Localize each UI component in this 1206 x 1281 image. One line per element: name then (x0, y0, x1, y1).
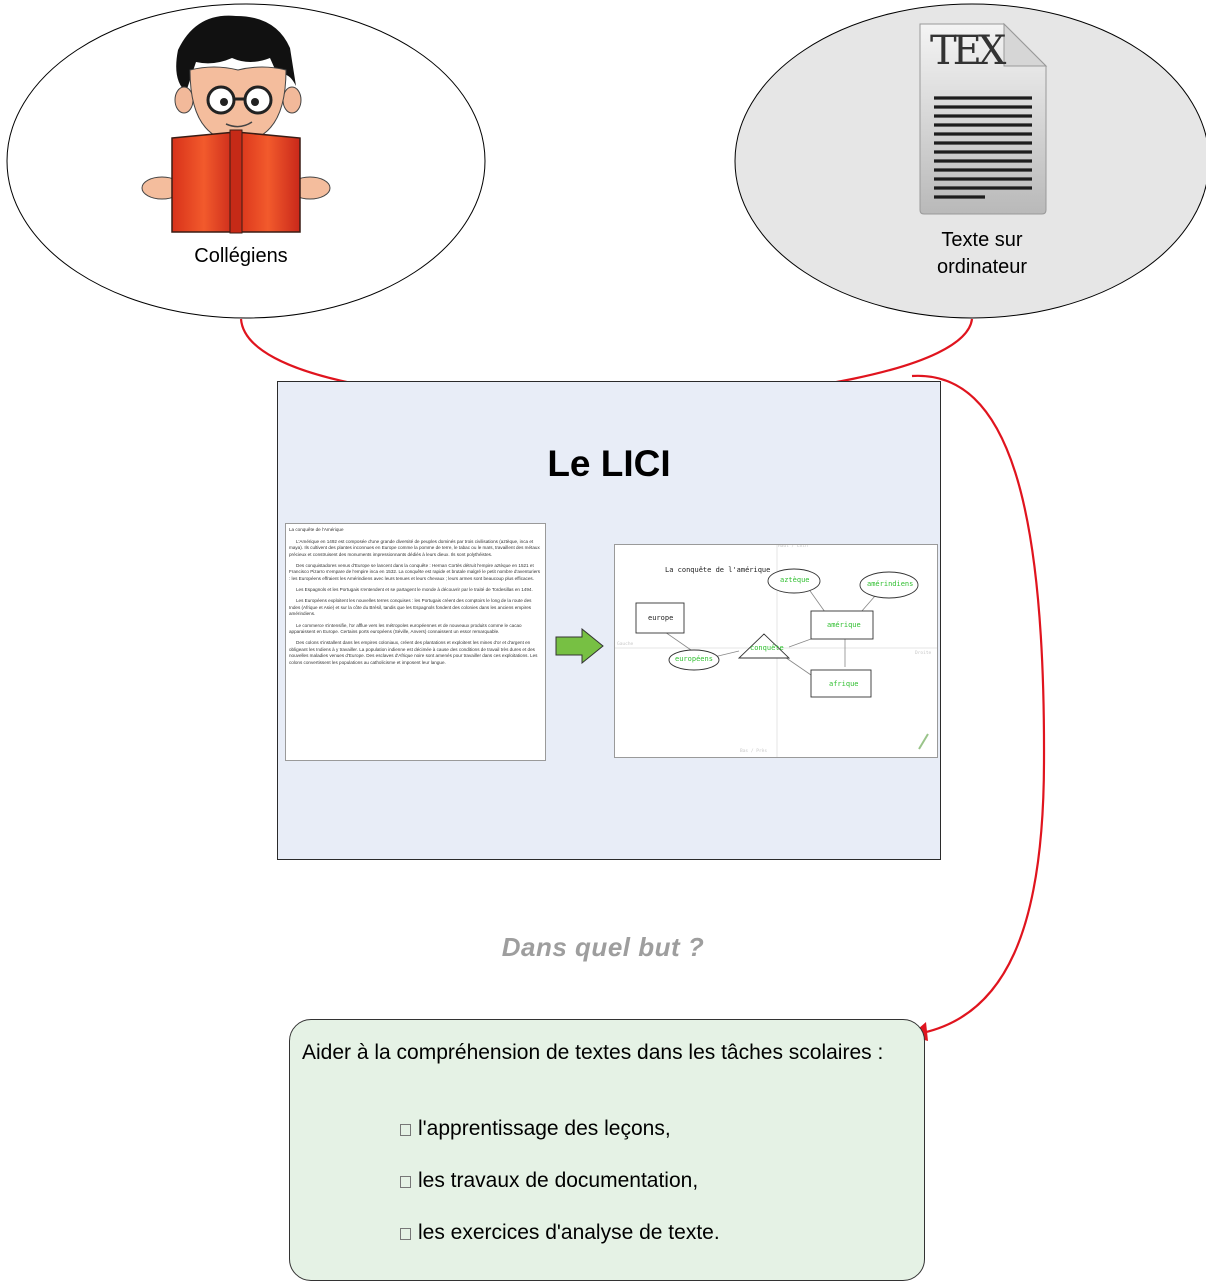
checkbox-icon (400, 1124, 411, 1136)
axis-right-label: Droite (915, 651, 932, 656)
checkbox-icon (400, 1176, 411, 1188)
slide-title: Le LICI (547, 443, 671, 484)
goal-box: Aider à la compréhension de textes dans … (289, 1019, 925, 1281)
concept-node-conquete: conquête (750, 644, 784, 652)
purpose-question: Dans quel but ? (501, 932, 705, 962)
goal-item-text: les travaux de documentation, (418, 1169, 699, 1192)
concept-node-azteque: aztèque (780, 576, 810, 584)
transform-arrow-icon (555, 628, 604, 664)
computer-text-label: Texte sur ordinateur (882, 227, 1082, 281)
student-reading-book-icon (141, 15, 331, 234)
document-paragraph: Des colons s'installent dans les empires… (289, 640, 538, 665)
document-paragraph: Des conquistadores venus d'Europe se lan… (289, 562, 541, 582)
concept-map: La conquête de l'amérique Haut / Loin Ba… (614, 544, 938, 758)
goal-intro: Aider à la compréhension de textes dans … (302, 1041, 884, 1064)
goal-list-item: les exercices d'analyse de texte. (400, 1220, 720, 1246)
concept-node-europeens: européens (675, 655, 713, 663)
goal-item-text: les exercices d'analyse de texte. (418, 1221, 720, 1244)
concept-map-title: La conquête de l'amérique (665, 566, 771, 574)
concept-node-afrique: afrique (829, 680, 859, 688)
concept-node-amerindiens: amérindiens (867, 580, 914, 588)
document-paragraph: Les Espagnols et les Portugais s'entende… (296, 587, 533, 593)
goal-list-item: l'apprentissage des leçons, (400, 1116, 671, 1142)
computer-text-label-line1: Texte sur (941, 229, 1023, 251)
axis-bottom-label: Bas / Près (740, 749, 768, 754)
goal-list-item: les travaux de documentation, (400, 1168, 698, 1194)
axis-left-label: Gauche (617, 642, 634, 647)
students-label: Collégiens (194, 245, 288, 267)
concept-node-europe: europe (648, 614, 674, 622)
concept-node-amerique: amérique (827, 621, 861, 629)
goal-item-text: l'apprentissage des leçons, (418, 1117, 671, 1140)
concept-map-canvas (615, 545, 937, 757)
checkbox-icon (400, 1228, 411, 1240)
axis-top-label: Haut / Loin (778, 544, 808, 549)
document-title: La conquête de l'Amérique (289, 527, 344, 532)
document-paragraph: Le commerce s'intensifie, l'or afflue ve… (289, 622, 522, 635)
document-paragraph: L'Amérique en 1492 est composée d'une gr… (289, 538, 540, 557)
tex-logo: TEX (930, 28, 1006, 74)
computer-text-label-line2: ordinateur (936, 256, 1028, 278)
document-paragraph: Les Européens exploitent les nouvelles t… (289, 598, 532, 617)
tex-document-icon (919, 22, 1048, 215)
source-text-document: La conquête de l'Amérique L'Amérique en … (285, 523, 546, 761)
pencil-icon (918, 733, 929, 750)
lici-slide: Le LICI La conquête de l'Amérique L'Amér… (277, 381, 941, 860)
goal-connector-arrow-line (911, 374, 1046, 1035)
